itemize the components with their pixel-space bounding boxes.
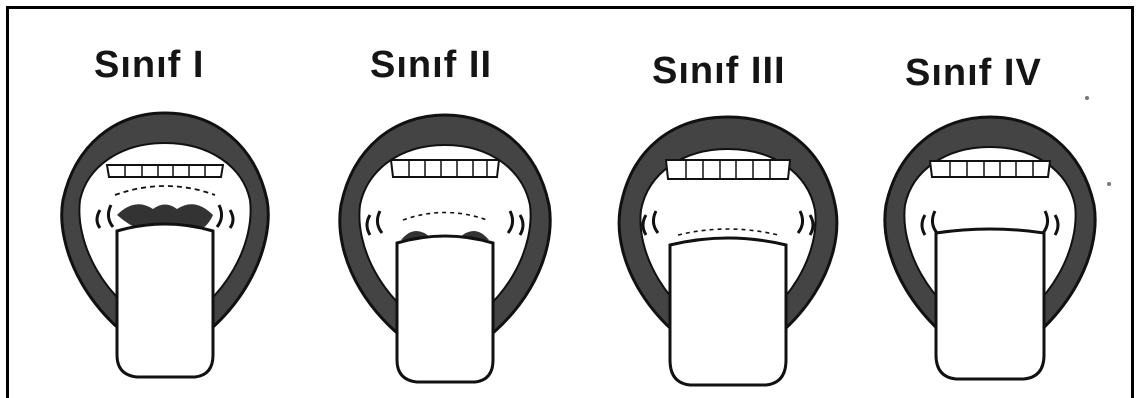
class-2-label: Sınıf II: [370, 44, 492, 87]
class-2-mouth-drawing: [325, 105, 565, 395]
scan-speck: [1085, 96, 1089, 100]
class-3-label: Sınıf III: [652, 50, 786, 93]
class-3-mouth-drawing: [608, 105, 848, 395]
class-1-label: Sınıf I: [94, 44, 204, 87]
scan-speck: [1107, 182, 1111, 186]
class-1-mouth-drawing: [45, 105, 285, 395]
class-4-mouth-drawing: [870, 105, 1110, 395]
class-4-label: Sınıf IV: [905, 52, 1042, 95]
